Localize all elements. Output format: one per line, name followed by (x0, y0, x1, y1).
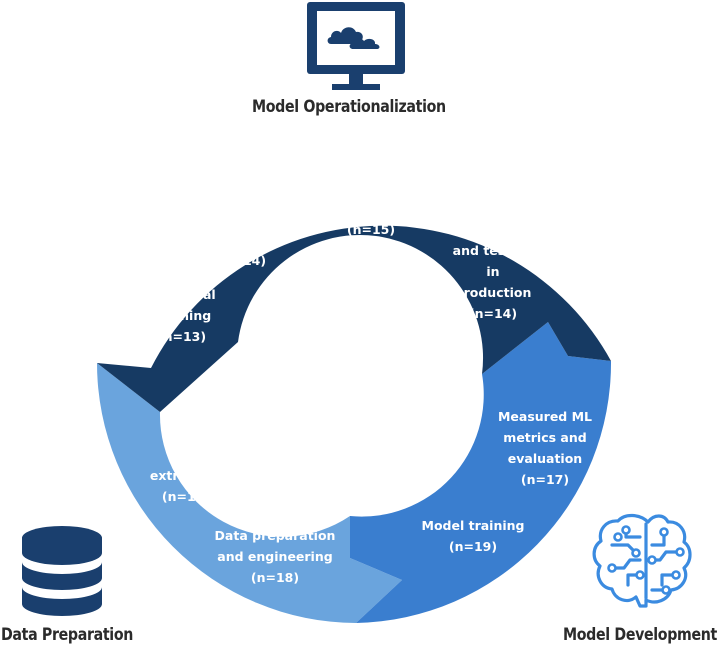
step-line: (n=19) (161, 489, 211, 504)
data-preparation-label: Data Preparation (1, 625, 133, 644)
step-line: Measured ML (497, 409, 593, 424)
step-model-validation: Model validation and testing in producti… (453, 198, 534, 324)
step-data-preparation: Data preparation and engineering (n=18) (215, 525, 336, 588)
step-line: learning (152, 308, 212, 323)
model-development-segment (350, 322, 612, 623)
model-operationalization-label: Model Operationalization (252, 97, 446, 116)
step-measured-metrics: Measured ML metrics and evaluation (n=17… (498, 406, 592, 490)
step-data-extraction: Data extraction (n=19) (150, 444, 222, 507)
step-model-training: Model training (n=19) (422, 515, 525, 557)
step-line: Data preparation (214, 528, 336, 543)
step-line: (n=17) (520, 472, 570, 487)
step-line: (n=18) (250, 570, 300, 585)
step-line: production (454, 285, 532, 300)
step-line: (n=19) (448, 539, 498, 554)
step-line: Continuous (202, 211, 282, 226)
step-continuous-monitoring: Continuous monitoring (n=14) (202, 208, 282, 271)
step-continual-learning: Continual learning (n=13) (148, 284, 215, 347)
step-line: (n=14) (217, 253, 267, 268)
step-line: serving and (329, 180, 413, 195)
step-line: and testing (452, 243, 534, 258)
step-line: evaluation (507, 451, 583, 466)
step-line: Model (349, 159, 393, 174)
monitor-cloud-icon (307, 2, 405, 90)
step-line: Data (169, 447, 203, 462)
step-line: Model training (421, 518, 525, 533)
step-line: (n=15) (346, 222, 396, 237)
step-line: metrics and (503, 430, 587, 445)
step-line: and engineering (217, 549, 333, 564)
step-model-serving: Model serving and deployment (n=15) (329, 156, 413, 240)
step-line: (n=14) (468, 306, 518, 321)
database-icon (22, 526, 102, 616)
model-operationalization-segment (97, 225, 611, 412)
data-preparation-segment (97, 363, 402, 623)
step-line: Continual (148, 287, 216, 302)
step-line: extraction (149, 468, 223, 483)
step-line: validation (457, 222, 529, 237)
step-line: Model (471, 201, 515, 216)
step-line: monitoring (203, 232, 281, 247)
step-line: deployment (329, 201, 413, 216)
step-line: (n=13) (157, 329, 207, 344)
model-development-label: Model Development (563, 625, 717, 644)
step-line: in (486, 264, 500, 279)
circuit-brain-icon (592, 513, 692, 608)
